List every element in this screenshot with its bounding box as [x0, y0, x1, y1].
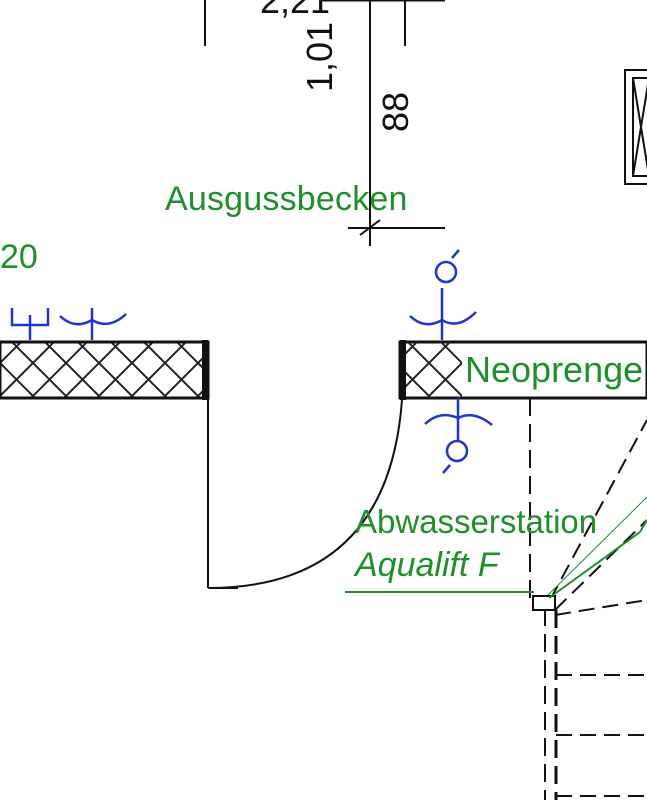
material-label: Neoprenge — [465, 349, 644, 390]
door-swing — [207, 398, 403, 589]
station-label-line-1: Abwasserstation — [355, 503, 598, 540]
window-symbol — [624, 69, 647, 185]
sink-label: Ausgussbecken — [165, 180, 408, 218]
upper-right-outlet-symbol — [409, 249, 477, 340]
station-label-line-2: Aqualift F — [355, 546, 499, 584]
right-wall-section — [398, 340, 647, 400]
dimension-lines — [204, 0, 445, 246]
wall-reference-label: 20 — [0, 238, 38, 276]
dimension-vertical-right: 88 — [375, 91, 416, 132]
leader-lines — [345, 496, 647, 599]
dimension-vertical-left: 1,01 — [299, 21, 340, 92]
stair-and-shaft — [529, 398, 647, 800]
dimension-top: 2,21 — [260, 0, 331, 21]
lower-right-outlet-symbol — [424, 398, 493, 474]
plumbing-symbols — [10, 249, 493, 474]
left-wall-section — [0, 340, 210, 400]
left-outlet-symbol — [10, 308, 127, 340]
